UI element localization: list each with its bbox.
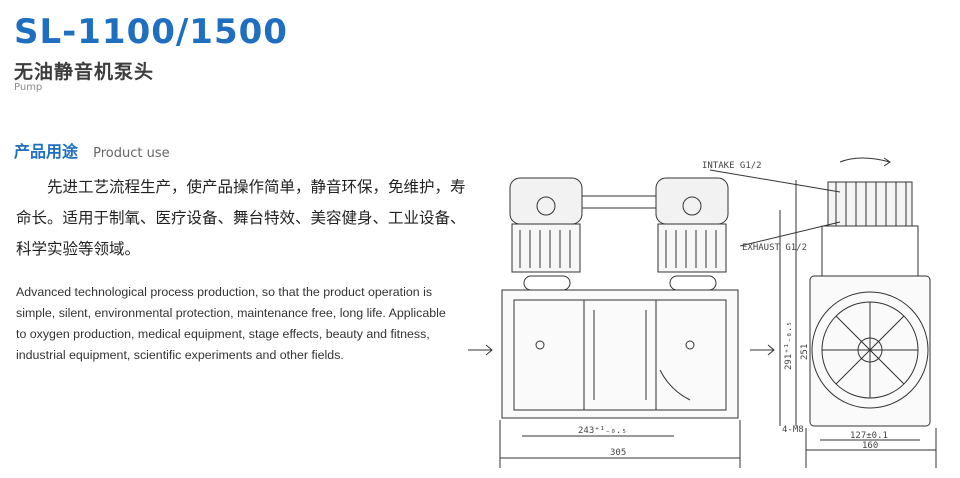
dim-305: 305 xyxy=(610,448,626,458)
section-title-cn: 产品用途 xyxy=(14,142,79,161)
dim-127: 127±0.1 xyxy=(850,431,888,441)
model-title: SL-1100/1500 xyxy=(14,12,288,52)
intake-label: INTAKE G1/2 xyxy=(702,161,762,171)
exhaust-label: EXHAUST G1/2 xyxy=(742,243,807,253)
bolt-label: 4-M8 xyxy=(782,425,804,435)
description-en: Advanced technological process productio… xyxy=(16,285,446,362)
product-subtitle: 无油静音机泵头 xyxy=(14,61,155,83)
pump-head-left xyxy=(509,177,583,291)
section-title-en: Product use xyxy=(93,146,170,161)
dim-291: 291⁺¹₋₀.₅ xyxy=(784,321,794,370)
dim-243: 243⁺¹₋₀.₅ xyxy=(578,426,627,436)
description-cn: 先进工艺流程生产，使产品操作简单，静音环保，免维护，寿命长。适用于制氧、医疗设备… xyxy=(16,178,466,258)
pump-head-right xyxy=(655,177,729,291)
dim-160: 160 xyxy=(862,441,878,451)
technical-drawing: INTAKE G1/2 EXHAUST G1/2 243⁺¹₋₀.₅ 305 1… xyxy=(468,157,937,468)
dim-251: 251 xyxy=(800,344,810,360)
pump-line-text: Pump xyxy=(14,82,43,93)
section-header: 产品用途 Product use xyxy=(14,138,170,162)
